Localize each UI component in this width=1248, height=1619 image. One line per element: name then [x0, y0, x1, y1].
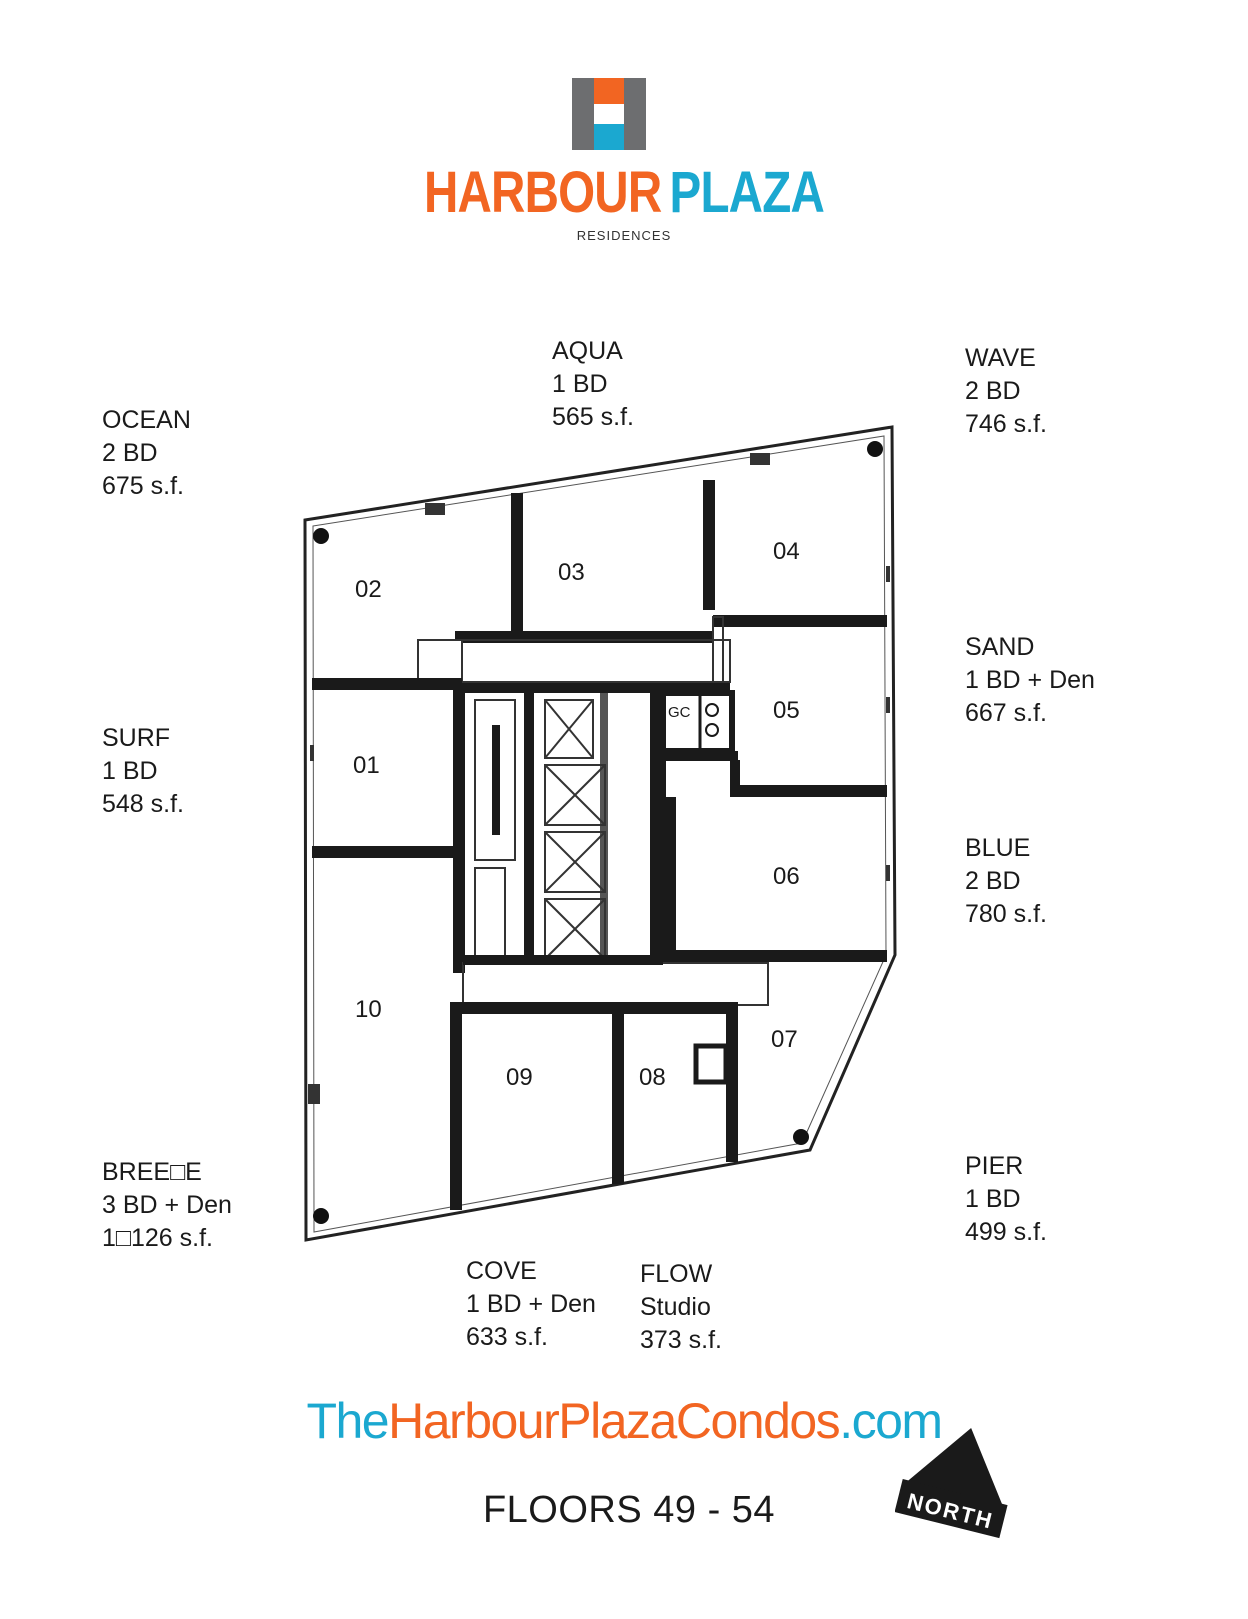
room-number-02: 02: [355, 576, 382, 603]
room-number-06: 06: [773, 863, 800, 890]
unit-area: 499 s.f.: [965, 1218, 1047, 1246]
unit-area: 746 s.f.: [965, 410, 1047, 438]
website-part-the: The: [306, 1393, 389, 1449]
unit-area: 633 s.f.: [466, 1323, 548, 1351]
website-part-harbourplaza: HarbourPlaza: [388, 1393, 677, 1449]
room-number-04: 04: [773, 538, 800, 565]
core-wall: [453, 683, 465, 973]
brand-subtitle: RESIDENCES: [576, 228, 672, 243]
room-number-03: 03: [558, 559, 585, 586]
unit-beds: 2 BD: [965, 377, 1021, 405]
room-number-05: 05: [773, 697, 800, 724]
stair-rail: [492, 725, 500, 835]
gc-label: GC: [668, 704, 691, 721]
website-url[interactable]: TheHarbourPlazaCondos.com: [0, 1392, 1248, 1450]
unit-beds: 2 BD: [965, 867, 1021, 895]
building-inner-outline: [312, 435, 887, 1233]
wall: [612, 1014, 624, 1184]
room-number-09: 09: [506, 1064, 533, 1091]
core-wall: [524, 693, 534, 963]
wall: [703, 480, 715, 610]
core-wall: [650, 693, 666, 963]
unit-label-sand: SAND 1 BD + Den 667 s.f.: [965, 631, 1095, 730]
brand-word-plaza: PLAZA: [669, 160, 825, 225]
column: [313, 1208, 329, 1224]
unit-label-wave: WAVE 2 BD 746 s.f.: [965, 342, 1047, 441]
core-wall: [600, 693, 608, 963]
unit-area: 373 s.f.: [640, 1326, 722, 1354]
building-outline: [303, 425, 897, 1242]
room-number-01: 01: [353, 752, 380, 779]
harbour-plaza-logo-icon: [572, 78, 646, 150]
wall: [312, 846, 462, 858]
unit-name: BLUE: [965, 834, 1031, 862]
unit-area: 667 s.f.: [965, 699, 1047, 727]
closet: [693, 1043, 729, 1085]
unit-label-surf: SURF 1 BD 548 s.f.: [102, 722, 184, 821]
unit-name: SURF: [102, 724, 171, 752]
wall: [666, 950, 887, 962]
unit-beds: 1 BD: [102, 757, 158, 785]
north-arrow-icon: NORTH: [895, 1427, 1008, 1539]
wall: [462, 1002, 732, 1014]
column: [313, 528, 329, 544]
mullion: [308, 1084, 320, 1104]
corridor: [462, 962, 769, 1006]
unit-label-pier: PIER 1 BD 499 s.f.: [965, 1150, 1047, 1249]
stair: [474, 699, 516, 861]
mullion: [750, 453, 770, 465]
unit-name: OCEAN: [102, 406, 191, 434]
wall: [713, 615, 887, 627]
stair: [474, 867, 506, 959]
unit-beds: 1 BD: [552, 370, 608, 398]
unit-area: 780 s.f.: [965, 900, 1047, 928]
room-number-08: 08: [639, 1064, 666, 1091]
unit-name: SAND: [965, 633, 1035, 661]
column: [867, 441, 883, 457]
unit-area: 548 s.f.: [102, 790, 184, 818]
website-part-condos: Condos: [675, 1393, 841, 1449]
unit-name: FLOW: [640, 1260, 713, 1288]
garbage-chute-room: [657, 690, 735, 754]
brand-word-harbour: HARBOUR: [424, 160, 662, 225]
corridor: [417, 639, 731, 683]
mullion: [425, 503, 445, 515]
elevator-shafts: [544, 699, 606, 960]
room-number-10: 10: [355, 996, 382, 1023]
unit-beds: 2 BD: [102, 439, 158, 467]
unit-name: BREE□E: [102, 1158, 202, 1186]
wall: [312, 678, 462, 690]
unit-label-breeze: BREE□E 3 BD + Den 1□126 s.f.: [102, 1156, 232, 1255]
wall: [450, 1002, 462, 1210]
wall: [730, 785, 887, 797]
unit-name: PIER: [965, 1152, 1024, 1180]
unit-label-cove: COVE 1 BD + Den 633 s.f.: [466, 1255, 596, 1354]
unit-name: WAVE: [965, 344, 1036, 372]
unit-beds: 1 BD + Den: [965, 666, 1095, 694]
floors-caption: FLOORS 49 - 54: [482, 1489, 776, 1531]
unit-name: COVE: [466, 1257, 537, 1285]
unit-beds: 1 BD + Den: [466, 1290, 596, 1318]
unit-label-aqua: AQUA 1 BD 565 s.f.: [552, 335, 634, 434]
unit-name: AQUA: [552, 337, 623, 365]
column: [793, 1129, 809, 1145]
unit-beds: Studio: [640, 1293, 711, 1321]
unit-area: 675 s.f.: [102, 472, 184, 500]
unit-label-flow: FLOW Studio 373 s.f.: [640, 1258, 722, 1357]
core-wall: [465, 683, 730, 693]
website-part-com: .com: [839, 1393, 943, 1449]
room-number-07: 07: [771, 1026, 798, 1053]
unit-label-blue: BLUE 2 BD 780 s.f.: [965, 832, 1047, 931]
unit-beds: 1 BD: [965, 1185, 1021, 1213]
unit-beds: 3 BD + Den: [102, 1191, 232, 1219]
unit-label-ocean: OCEAN 2 BD 675 s.f.: [102, 404, 191, 503]
wall: [511, 493, 523, 635]
unit-area: 1□126 s.f.: [102, 1224, 213, 1252]
wall: [726, 1002, 738, 1162]
wall: [455, 631, 713, 643]
unit-area: 565 s.f.: [552, 403, 634, 431]
